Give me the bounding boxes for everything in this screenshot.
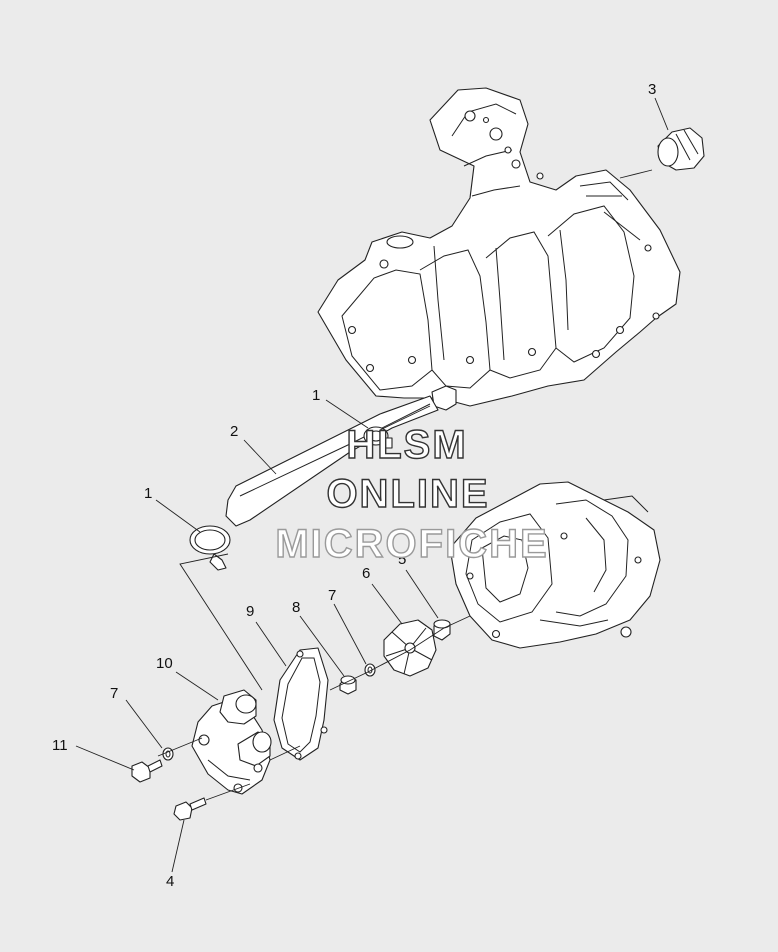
part-6-impeller (383, 619, 437, 677)
callout-3: 3 (648, 81, 656, 98)
callout-6: 6 (362, 565, 370, 582)
engine-block-lower (449, 481, 661, 649)
callout-11: 11 (52, 737, 68, 754)
callout-1-lower: 1 (144, 485, 152, 502)
assembly-lines (157, 169, 653, 801)
watermark-line-3: MICROFICHE (275, 522, 548, 566)
callout-10: 10 (156, 655, 173, 672)
part-4-bolt (173, 797, 207, 821)
part-7-washer-left (162, 747, 174, 761)
callout-4: 4 (166, 873, 174, 890)
callout-leaders (75, 97, 669, 873)
watermark: HLSM ONLINE MICROFICHE (275, 422, 548, 566)
part-1-clamp-lower (189, 525, 231, 571)
callout-5: 5 (398, 551, 406, 568)
part-9-gasket (273, 647, 329, 761)
engine-block-upper (317, 87, 681, 411)
part-7-washer-right (364, 663, 376, 677)
watermark-line-1: HLSM (346, 423, 467, 467)
part-10-pump-cover (191, 689, 272, 795)
part-1-clamp-upper (363, 426, 393, 449)
callout-9: 9 (246, 603, 254, 620)
callout-1-upper: 1 (312, 387, 320, 404)
part-11-bolt (131, 759, 163, 783)
part-5-seal (433, 619, 451, 641)
callout-7-left: 7 (110, 685, 118, 702)
callout-8: 8 (292, 599, 300, 616)
callout-2: 2 (230, 423, 238, 440)
watermark-line-2: ONLINE (326, 472, 489, 516)
part-2-hose (225, 395, 439, 527)
callout-7-right: 7 (328, 587, 336, 604)
part-3-plug (657, 127, 705, 171)
part-8-plug (339, 675, 357, 695)
callout-labels: 3 1 2 1 5 6 7 8 9 10 7 11 4 (52, 81, 656, 890)
